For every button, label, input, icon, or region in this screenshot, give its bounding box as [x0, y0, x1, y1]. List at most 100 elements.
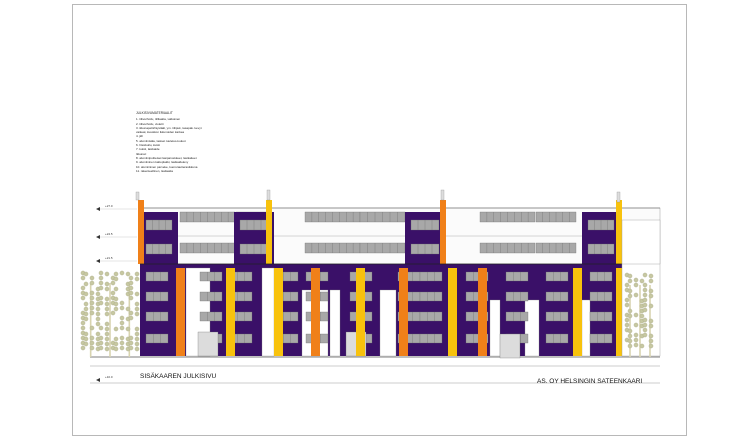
window: [589, 333, 613, 344]
tree-foliage: [134, 336, 140, 342]
tree-foliage: [134, 346, 140, 352]
tree-foliage: [80, 275, 86, 281]
tree-foliage: [104, 321, 110, 327]
tree-foliage: [104, 331, 110, 337]
tree-foliage: [639, 313, 645, 319]
recess-bay: [489, 299, 501, 357]
trees: [80, 270, 654, 357]
yellow-column: [266, 200, 272, 264]
tree-foliage: [113, 301, 119, 307]
window: [505, 291, 529, 302]
upper-module: [405, 212, 445, 264]
tree-foliage: [98, 335, 104, 341]
tree-foliage: [639, 278, 645, 284]
tree-foliage: [89, 290, 95, 296]
tree-foliage: [110, 310, 116, 316]
level-marker: +10.0: [96, 375, 113, 382]
yellow-column: [616, 200, 622, 264]
window: [145, 333, 169, 344]
tree-foliage: [95, 291, 101, 297]
tree-foliage: [642, 282, 648, 288]
tree-foliage: [128, 290, 134, 296]
window: [145, 291, 169, 302]
yellow-column: [356, 268, 365, 356]
notes-line: 3. ikkunapelti/räystäät, ym. tiilipuk, t…: [136, 125, 202, 130]
tree-foliage: [104, 341, 110, 347]
tree-foliage: [633, 292, 639, 298]
tree-foliage: [134, 311, 140, 317]
tree-foliage: [627, 273, 633, 279]
tree-foliage: [80, 325, 86, 331]
tree-foliage: [104, 306, 110, 312]
sheet-border: [72, 4, 687, 436]
tree-foliage: [627, 288, 633, 294]
tree-foliage: [633, 277, 639, 283]
tree-foliage: [134, 291, 140, 297]
tree-foliage: [627, 333, 633, 339]
tree-foliage: [642, 272, 648, 278]
yellow-column: [226, 268, 235, 356]
notes-line: 10. alumiininen parveke, kuorurautterasi…: [136, 164, 198, 169]
tree-foliage: [89, 295, 95, 301]
tree-foliage: [128, 340, 134, 346]
window: [419, 311, 443, 322]
window: [545, 291, 569, 302]
tree-foliage: [95, 311, 101, 317]
recess-bay: [581, 299, 591, 357]
tree-foliage: [125, 306, 131, 312]
notes-line: Ikkunat:: [136, 151, 147, 156]
tree-foliage: [83, 271, 89, 277]
tree-foliage: [134, 326, 140, 332]
tree-foliage: [648, 273, 654, 279]
tree-foliage: [648, 293, 654, 299]
tree-foliage: [83, 341, 89, 347]
tree-foliage: [128, 295, 134, 301]
tree-foliage: [89, 340, 95, 346]
level-marker: +24.5: [96, 232, 137, 239]
tree-foliage: [633, 337, 639, 343]
tree-foliage: [83, 306, 89, 312]
window: [505, 271, 529, 282]
window: [145, 271, 169, 282]
tree-foliage: [95, 306, 101, 312]
window: [419, 291, 443, 302]
tree-foliage: [648, 323, 654, 329]
tree-foliage: [639, 343, 645, 349]
tree-foliage: [104, 326, 110, 332]
tree-foliage: [98, 300, 104, 306]
window: [145, 311, 169, 322]
tree-foliage: [80, 295, 86, 301]
tree-foliage: [624, 297, 630, 303]
level-marker: +27.0: [96, 204, 137, 211]
window: [545, 271, 569, 282]
tree-foliage: [113, 271, 119, 277]
tree-foliage: [128, 280, 134, 286]
tree-foliage: [128, 275, 134, 281]
window: [199, 311, 223, 322]
tree-foliage: [110, 290, 116, 296]
recess-bay: [524, 299, 540, 357]
tree-foliage: [98, 345, 104, 351]
window: [465, 291, 489, 302]
tree-foliage: [642, 307, 648, 313]
entrance: [197, 331, 219, 357]
notes-line: 9. alumiininen kattoplakki, lasikaidelev…: [136, 160, 189, 165]
tree-foliage: [633, 282, 639, 288]
tree-foliage: [125, 326, 131, 332]
tree-foliage: [104, 286, 110, 292]
tree-foliage: [642, 287, 648, 293]
tree-foliage: [104, 346, 110, 352]
tree-foliage: [80, 285, 86, 291]
window: [545, 333, 569, 344]
building: [135, 189, 661, 359]
tree-foliage: [83, 281, 89, 287]
tree-foliage: [89, 345, 95, 351]
level-tag: +24.5: [105, 232, 113, 236]
level-tag: +10.0: [105, 375, 113, 379]
tree-foliage: [83, 301, 89, 307]
tree-foliage: [98, 280, 104, 286]
tree-foliage: [119, 315, 125, 321]
yellow-column: [448, 268, 457, 356]
tree-foliage: [633, 312, 639, 318]
tree-foliage: [98, 275, 104, 281]
